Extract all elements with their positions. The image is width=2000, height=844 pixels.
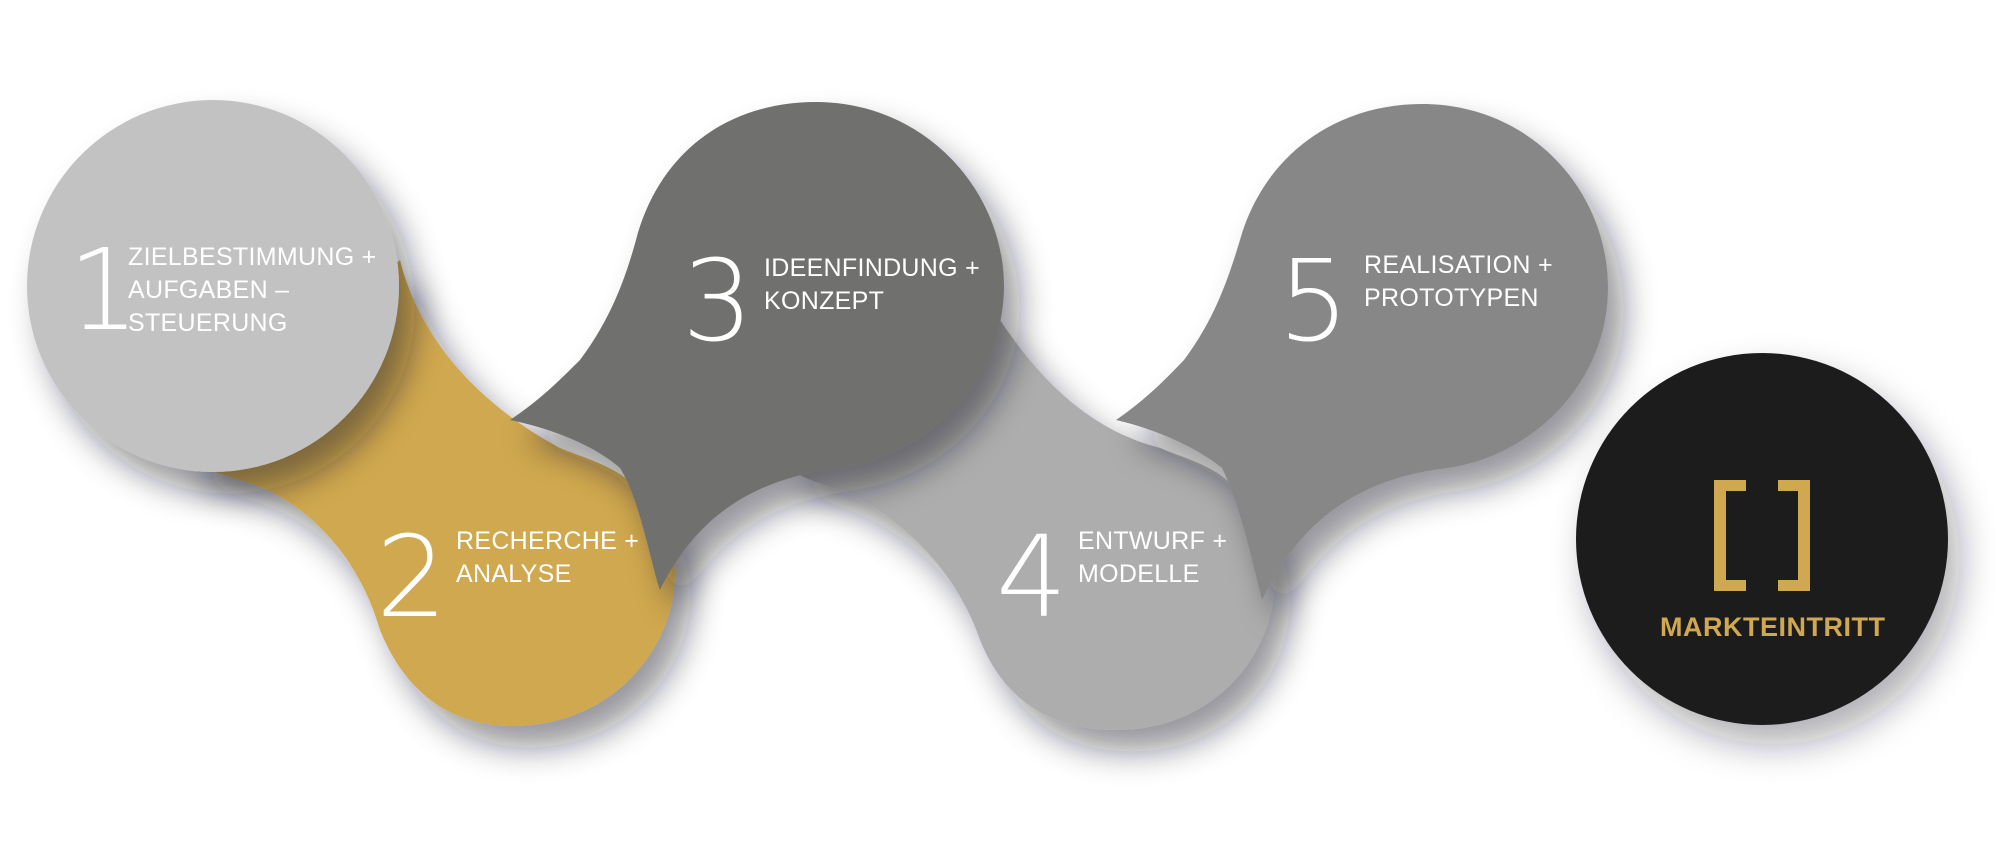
step-5-label: REALISATION + PROTOTYPEN — [1364, 249, 1553, 315]
step-3-shape — [510, 102, 1004, 590]
step-4-number: 4 — [996, 513, 1068, 643]
bracket-left-icon — [1714, 480, 1746, 591]
step-3-label-line-2: KONZEPT — [764, 287, 885, 315]
step-1-label-line-3: STEUERUNG — [128, 309, 288, 337]
step-1-shape — [27, 100, 399, 472]
step-1-label-line-2: AUFGABEN – — [128, 276, 290, 304]
step-3-label: IDEENFINDUNG + KONZEPT — [764, 252, 980, 318]
step-5-number: 5 — [1278, 237, 1350, 367]
step-2-label: RECHERCHE + ANALYSE — [456, 525, 639, 591]
step-2-label-line-2: ANALYSE — [456, 560, 572, 588]
step-2-number: 2 — [376, 513, 448, 643]
step-4-label: ENTWURF + MODELLE — [1078, 525, 1227, 591]
bracket-right-icon — [1778, 480, 1810, 591]
step-5-label-line-2: PROTOTYPEN — [1364, 284, 1539, 312]
bracket-logo-icon — [1714, 480, 1810, 591]
step-4-label-line-2: MODELLE — [1078, 560, 1200, 588]
step-5-label-line-1: REALISATION + — [1364, 251, 1553, 279]
step-3-number: 3 — [682, 237, 754, 367]
step-2-label-line-1: RECHERCHE + — [456, 527, 640, 555]
step-5-shape — [1116, 104, 1608, 600]
final-step-shape — [1576, 353, 1948, 725]
step-3-label-line-1: IDEENFINDUNG + — [764, 254, 981, 282]
step-1-label: ZIELBESTIMMUNG + AUFGABEN – STEUERUNG — [128, 241, 377, 340]
step-1-number: 1 — [68, 226, 140, 356]
step-1-label-line-1: ZIELBESTIMMUNG + — [128, 243, 377, 271]
final-step-label: MARKTEINTRITT — [1660, 612, 1886, 642]
step-4-label-line-1: ENTWURF + — [1078, 527, 1228, 555]
